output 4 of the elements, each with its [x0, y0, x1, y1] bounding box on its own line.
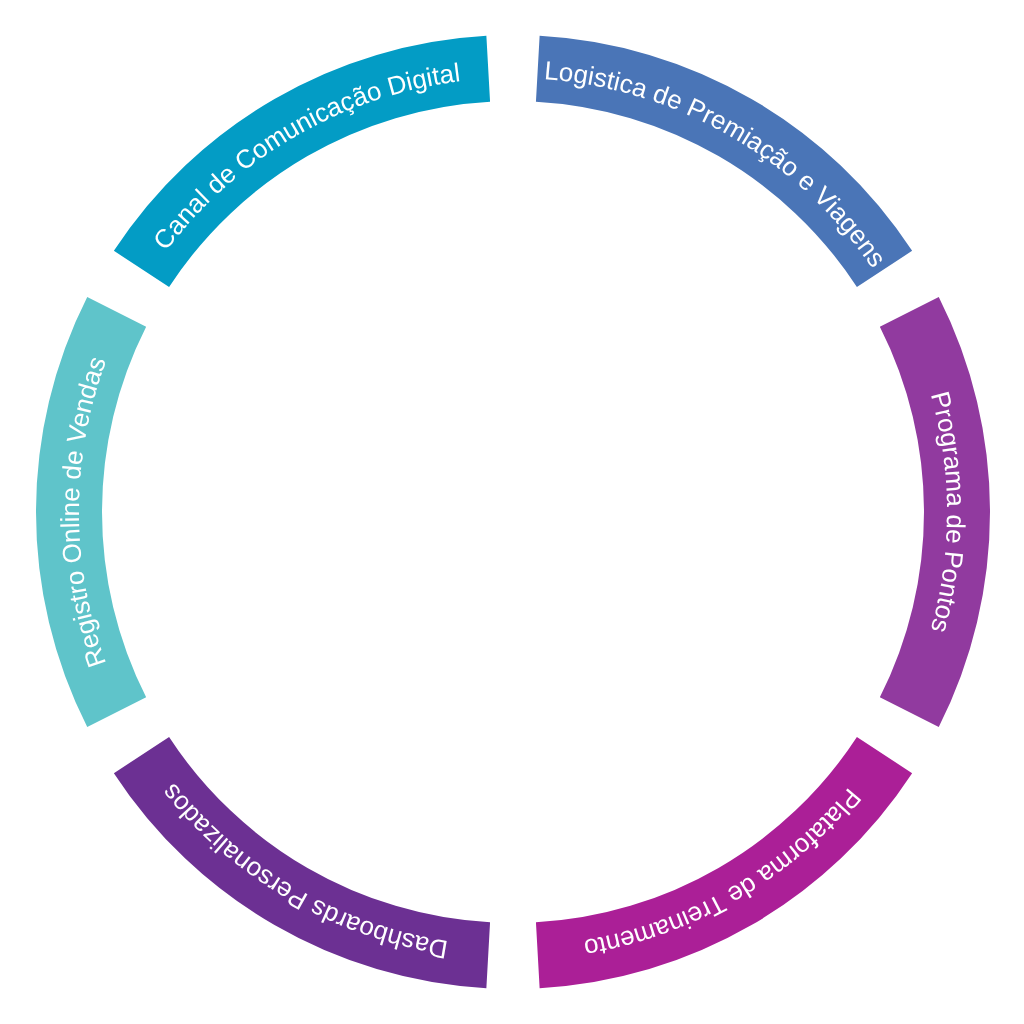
ring-segment [535, 737, 913, 989]
ring-segment [535, 35, 913, 287]
ring-segment [36, 296, 147, 728]
ring-segment [879, 296, 990, 728]
